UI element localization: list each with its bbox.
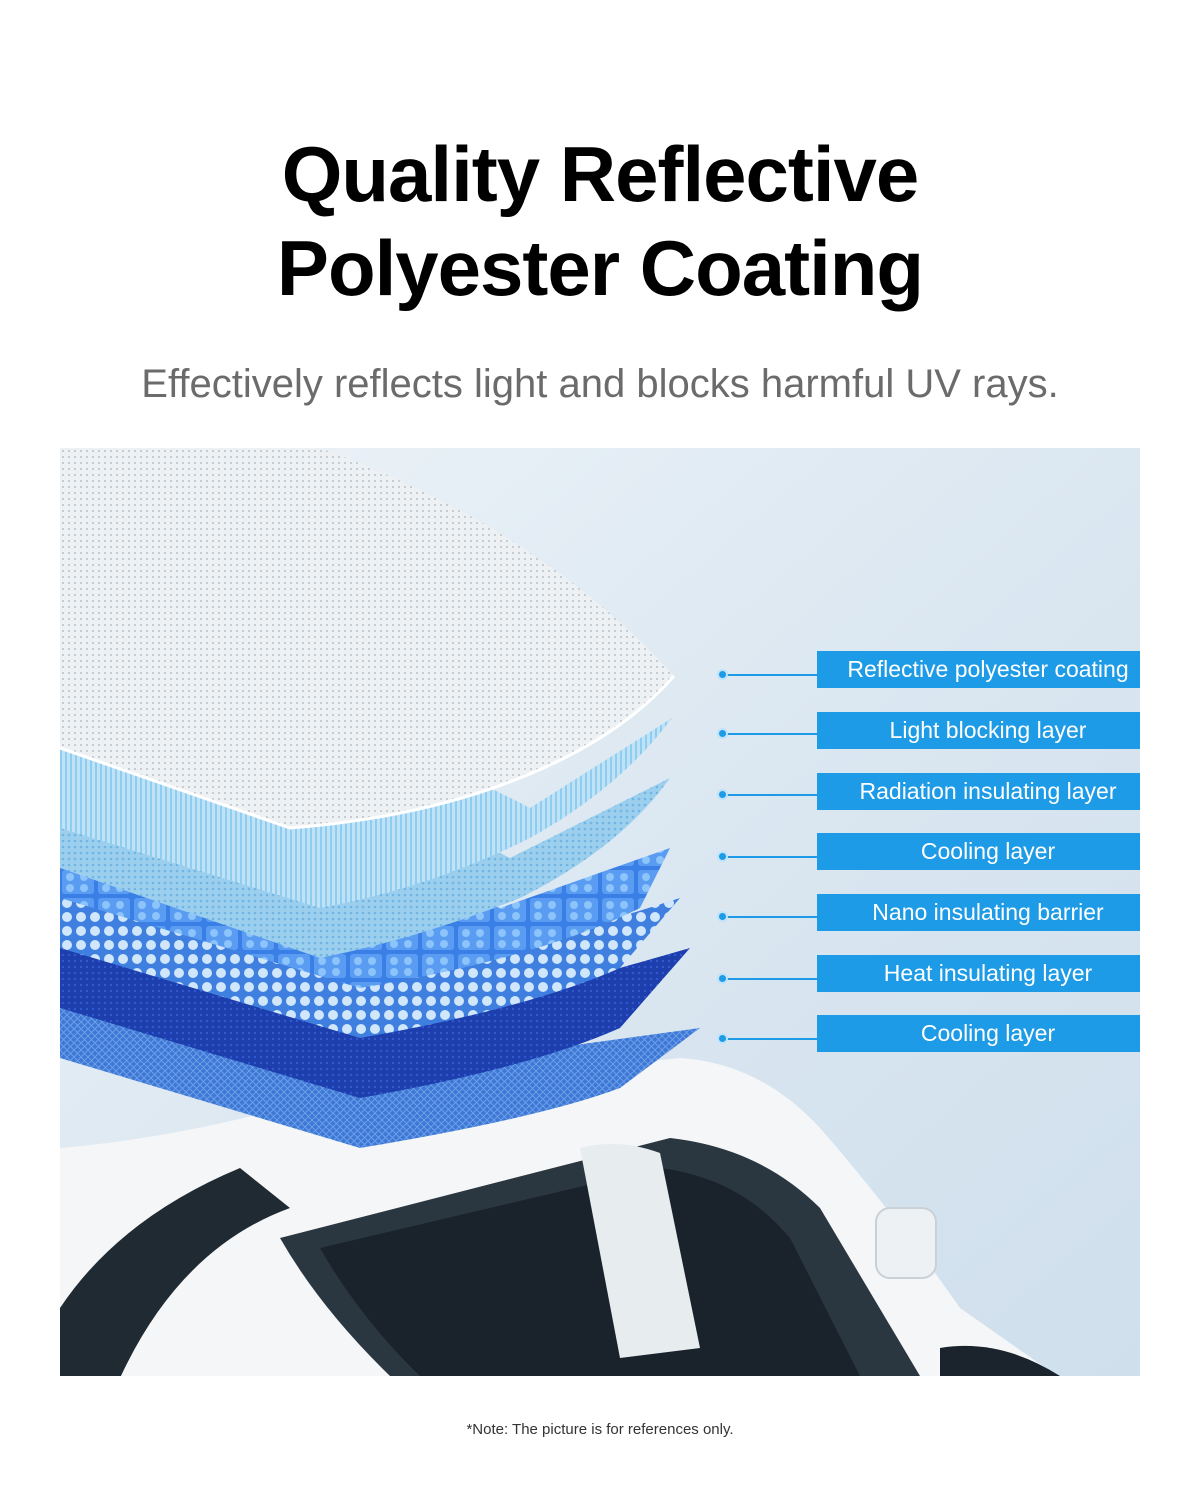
leader-dot (717, 1033, 728, 1044)
leader-line (722, 978, 817, 980)
leader-line (722, 794, 817, 796)
layer-label-light-blocking: Light blocking layer (817, 712, 1140, 749)
leader-dot (717, 669, 728, 680)
layer-label-cooling-lower: Cooling layer (817, 1015, 1140, 1052)
leader-dot (717, 973, 728, 984)
leader-dot (717, 851, 728, 862)
layer-label-heat-insulating: Heat insulating layer (817, 955, 1140, 992)
leader-dot (717, 728, 728, 739)
page-title-line-1: Quality Reflective (281, 130, 920, 218)
layer-label-cooling-upper: Cooling layer (817, 833, 1140, 870)
page-title-line-2: Polyester Coating (276, 224, 924, 312)
leader-line (722, 733, 817, 735)
leader-line (722, 856, 817, 858)
layer-illustration: Reflective polyester coating Light block… (60, 448, 1140, 1376)
leader-dot (717, 911, 728, 922)
layer-label-nano-insulating-barrier: Nano insulating barrier (817, 894, 1140, 931)
leader-dot (717, 789, 728, 800)
page-subtitle: Effectively reflects light and blocks ha… (141, 362, 1059, 406)
layer-label-reflective-polyester-coating: Reflective polyester coating (817, 651, 1140, 688)
footer-note: *Note: The picture is for references onl… (466, 1421, 734, 1438)
layer-label-radiation-insulating: Radiation insulating layer (817, 773, 1140, 810)
leader-line (722, 916, 817, 918)
leader-line (722, 674, 817, 676)
leader-line (722, 1038, 817, 1040)
